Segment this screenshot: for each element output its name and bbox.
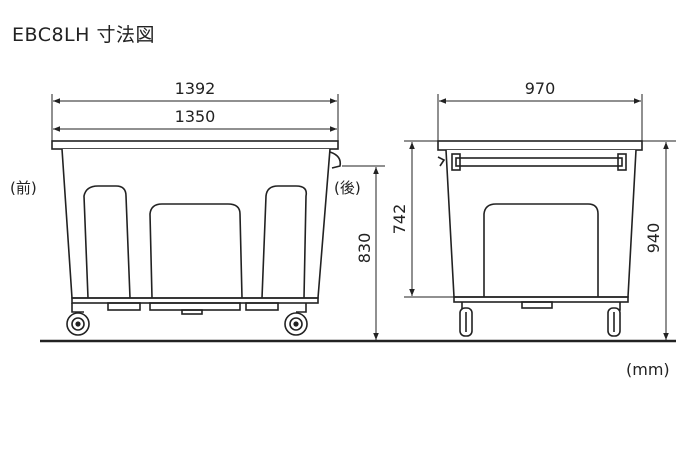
- front-dim-lines: [404, 94, 676, 340]
- side-caster-right: [284, 303, 308, 336]
- dim-1392: 1392: [175, 79, 216, 98]
- unit-label: (mm): [626, 360, 670, 379]
- front-caster-left: [459, 302, 473, 337]
- side-hinge: [329, 151, 342, 169]
- dim-742: 742: [390, 204, 409, 235]
- side-base-block-2: [149, 302, 241, 311]
- side-body: [61, 148, 331, 299]
- front-handle: [455, 157, 623, 167]
- front-lid: [437, 140, 643, 151]
- dim-1350: 1350: [175, 107, 216, 126]
- dim-970: 970: [525, 79, 556, 98]
- side-panel-center: [149, 203, 243, 299]
- rear-label: (後): [334, 179, 361, 197]
- dim-830: 830: [355, 233, 374, 264]
- side-panel-right: [261, 185, 308, 299]
- side-base-block-1: [107, 302, 141, 311]
- front-caster-right: [607, 302, 621, 337]
- side-caster-left: [66, 303, 90, 336]
- front-view: [437, 140, 643, 337]
- side-dim-lines: [51, 94, 385, 342]
- front-body: [445, 149, 637, 298]
- page-title: EBC8LH 寸法図: [12, 24, 155, 46]
- side-panel-left: [83, 185, 131, 299]
- front-panel: [483, 203, 599, 297]
- side-base-block-3: [245, 302, 279, 311]
- front-label: (前): [10, 179, 37, 197]
- side-view: [51, 140, 342, 336]
- side-lid: [51, 140, 339, 150]
- side-base-pad: [181, 309, 203, 315]
- dim-940: 940: [644, 223, 663, 254]
